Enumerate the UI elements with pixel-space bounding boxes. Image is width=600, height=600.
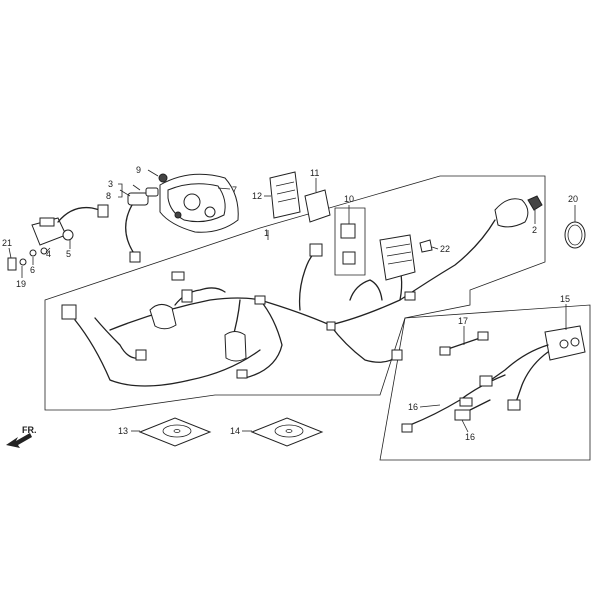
relay-box-frame bbox=[334, 207, 366, 276]
sensor-part-8 bbox=[125, 187, 159, 263]
front-marker-label: FR. bbox=[22, 425, 37, 435]
front-arrow-icon bbox=[6, 433, 32, 448]
callout-9: 9 bbox=[136, 165, 141, 175]
callout-16-upper: 16 bbox=[408, 402, 418, 412]
callout-6: 6 bbox=[30, 265, 35, 275]
callout-16-lower: 16 bbox=[465, 432, 475, 442]
callout-8: 8 bbox=[106, 191, 111, 201]
callout-22: 22 bbox=[440, 244, 450, 254]
main-wire-harness bbox=[61, 198, 529, 387]
cap-part-2 bbox=[527, 195, 543, 211]
callout-4: 4 bbox=[46, 249, 51, 259]
nut-part-9 bbox=[158, 173, 168, 183]
callout-21: 21 bbox=[2, 238, 12, 248]
callout-1: 1 bbox=[264, 228, 269, 238]
callout-5: 5 bbox=[66, 249, 71, 259]
callout-17: 17 bbox=[458, 316, 468, 326]
callout-2: 2 bbox=[532, 225, 537, 235]
callout-14: 14 bbox=[230, 426, 240, 436]
manual-cd-13 bbox=[138, 417, 212, 447]
callout-11: 11 bbox=[310, 168, 319, 178]
manual-cd-14 bbox=[250, 417, 324, 447]
callout-15: 15 bbox=[560, 294, 570, 304]
callout-13: 13 bbox=[118, 426, 128, 436]
callout-7: 7 bbox=[232, 185, 237, 195]
callout-3: 3 bbox=[108, 179, 113, 189]
accessory-harness bbox=[401, 325, 586, 433]
clip-part-22 bbox=[419, 239, 433, 253]
meter-housing bbox=[159, 173, 239, 233]
relay-unit-11 bbox=[304, 189, 331, 223]
control-unit-12 bbox=[269, 171, 301, 219]
callout-10: 10 bbox=[344, 194, 354, 204]
callout-20: 20 bbox=[568, 194, 578, 204]
main-harness-frame bbox=[44, 175, 546, 411]
callout-19: 19 bbox=[16, 279, 26, 289]
relay-part-10 bbox=[340, 223, 356, 265]
callout-12: 12 bbox=[252, 191, 262, 201]
accessory-harness-frame bbox=[379, 304, 591, 461]
switch-assembly bbox=[7, 204, 109, 271]
leader-lines bbox=[8, 169, 576, 433]
